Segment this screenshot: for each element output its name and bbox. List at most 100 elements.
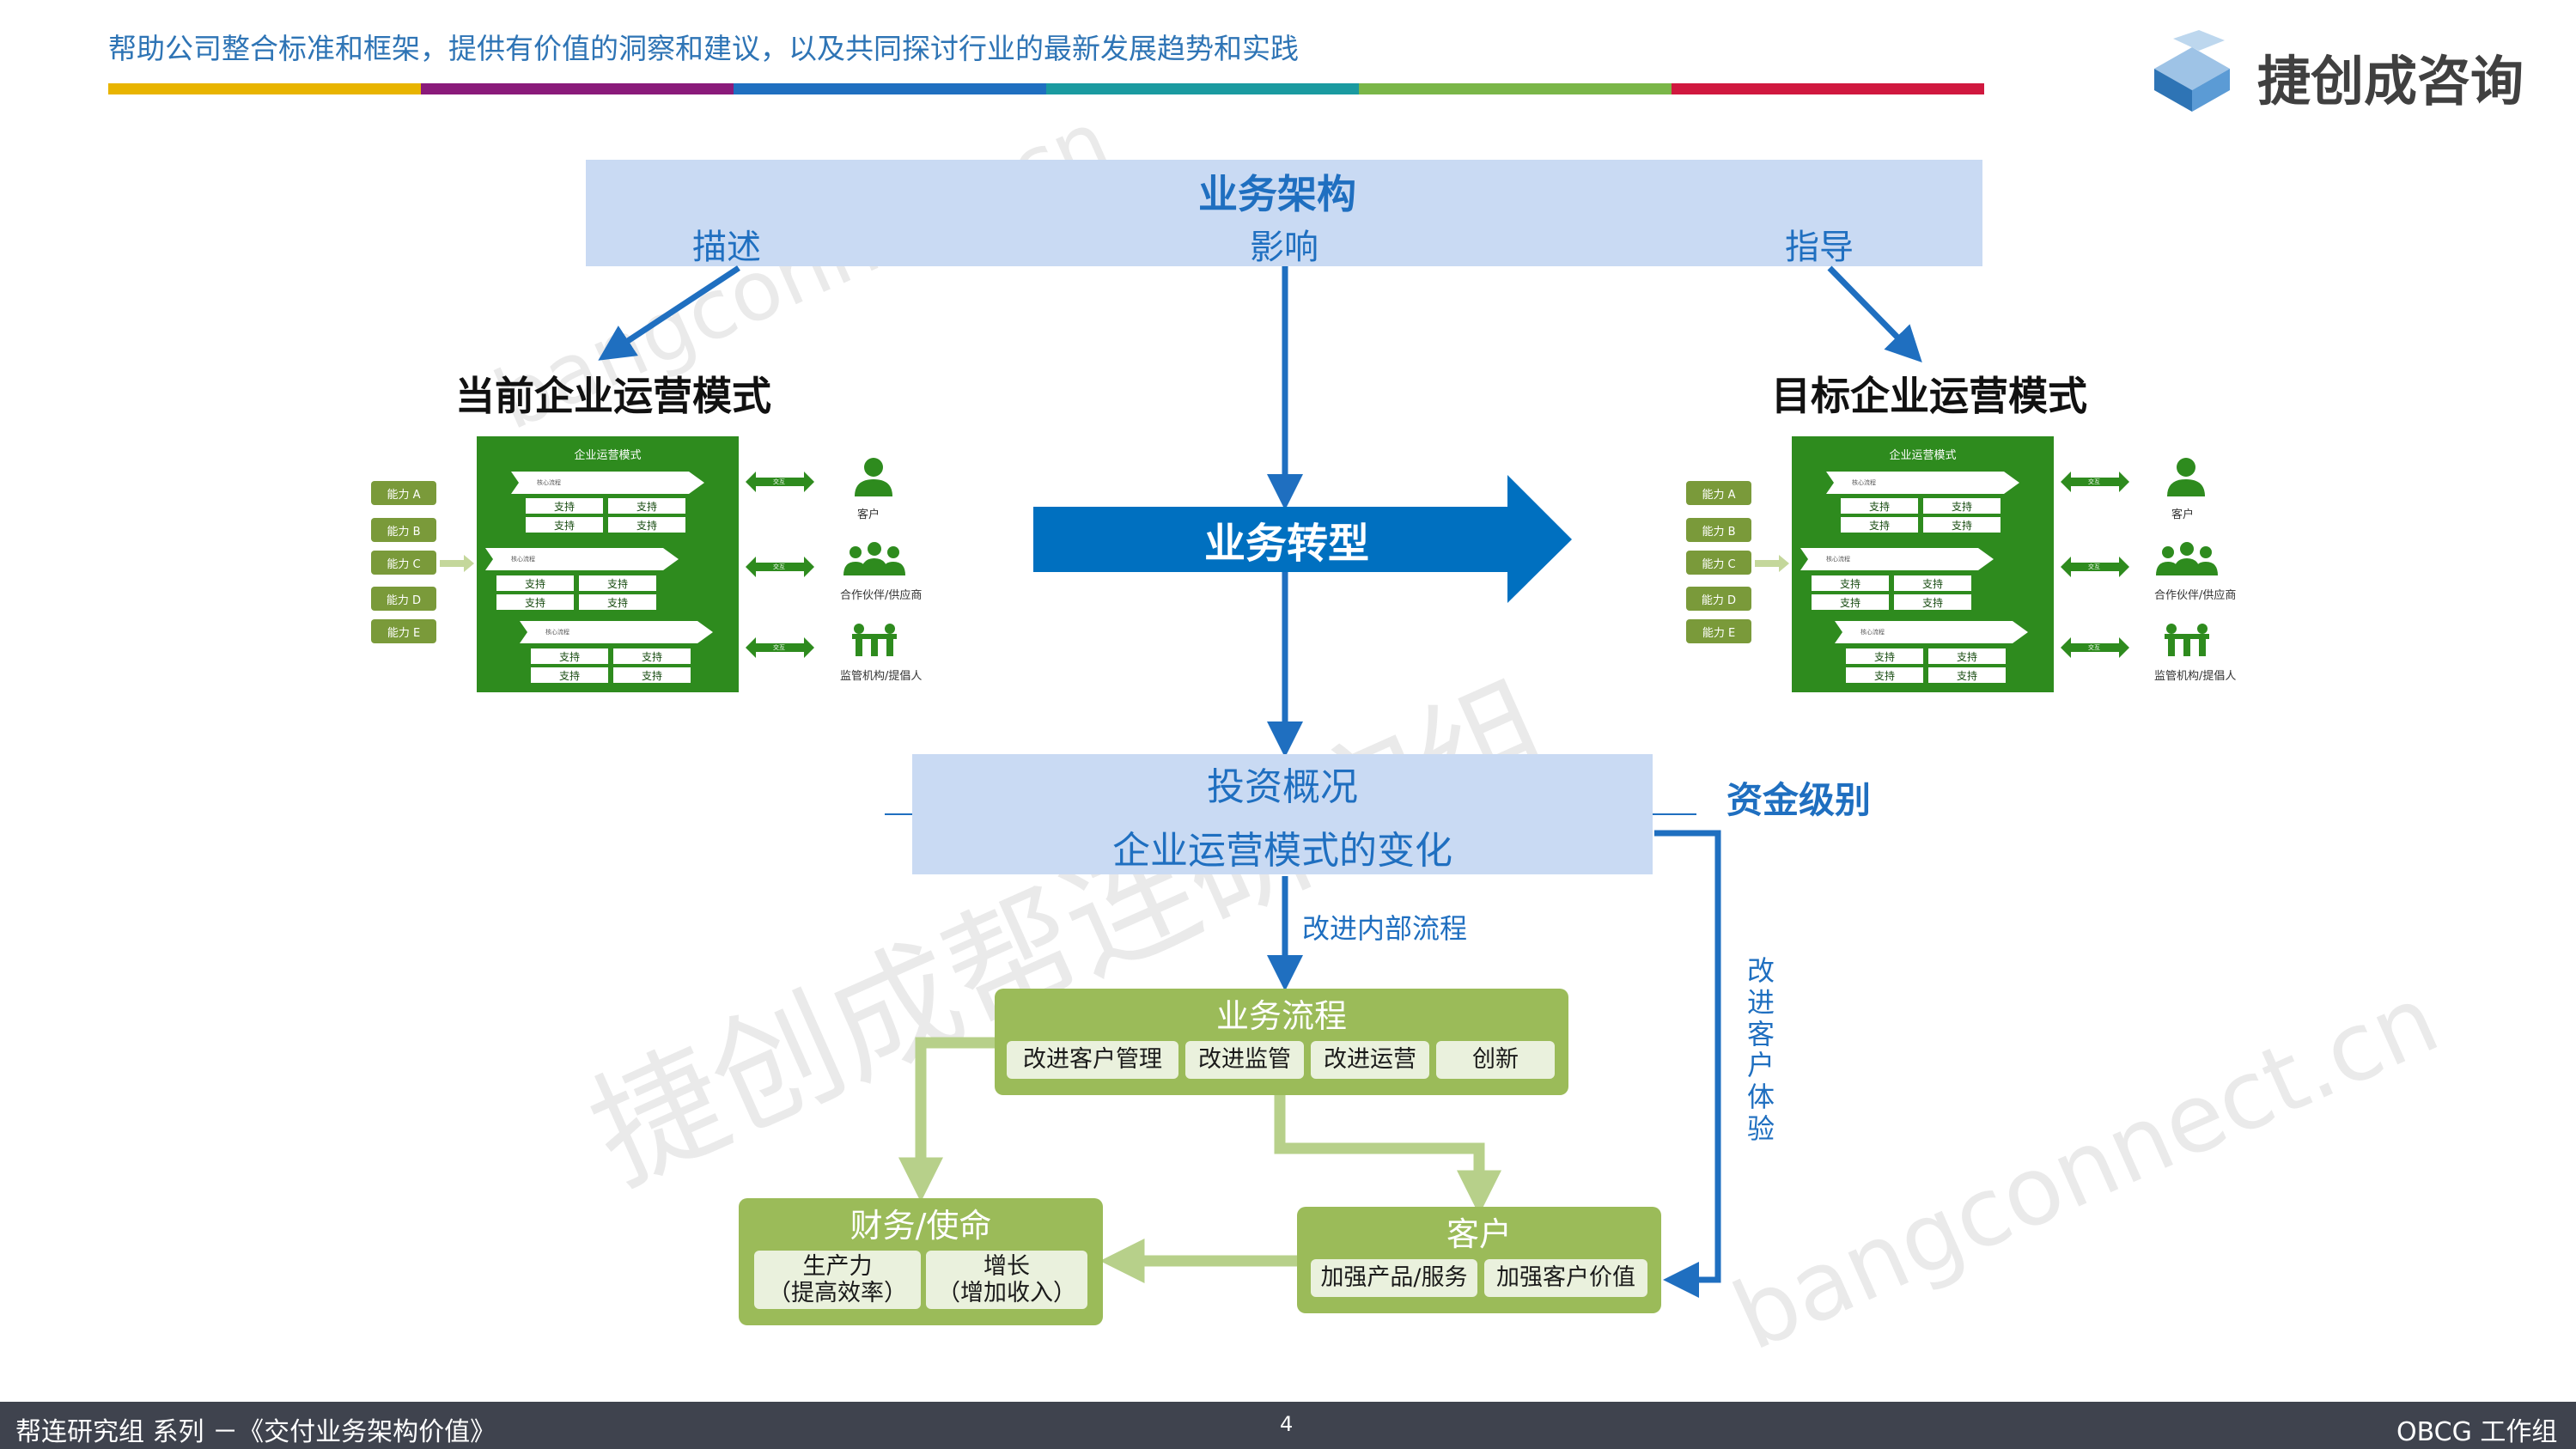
- target-support: 支持: [1812, 594, 1889, 610]
- finance-item-growth: 增长 （增加收入）: [926, 1251, 1087, 1309]
- target-connector-label: 交互: [2088, 644, 2100, 651]
- target-stakeholder-partners: 合作伙伴/供应商: [2154, 589, 2237, 602]
- current-capability-e: 能力 E: [371, 619, 436, 643]
- current-support: 支持: [496, 594, 574, 610]
- target-lane-3: [1835, 621, 2028, 643]
- target-lane-1-label: 核心流程: [1852, 479, 1876, 486]
- target-connector-icon: [2061, 637, 2129, 658]
- stripe-red: [1672, 83, 1984, 94]
- current-connector-icon: [746, 557, 814, 577]
- current-stakeholder-customer: 客户: [857, 508, 880, 521]
- transformation-label: 业务转型: [1203, 520, 1369, 568]
- current-connector-label: 交互: [773, 478, 785, 485]
- investment-profile-label: 投资概况: [1207, 765, 1358, 809]
- target-lane-3-label: 核心流程: [1860, 629, 1885, 636]
- current-lane-3-label: 核心流程: [545, 629, 569, 636]
- investment-profile-box: [912, 754, 1653, 874]
- process-item-innovation: 创新: [1436, 1041, 1555, 1079]
- process-item-customer-mgmt: 改进客户管理: [1007, 1041, 1178, 1079]
- current-support: 支持: [531, 667, 608, 683]
- improve-customer-experience-label: 改进客户体验: [1746, 954, 1775, 1145]
- target-model-panel-title: 企业运营模式: [1889, 448, 1957, 462]
- finance-item-growth-line1: 增长: [984, 1252, 1030, 1280]
- banner-title: 业务架构: [1198, 171, 1356, 217]
- target-model-title: 目标企业运营模式: [1771, 373, 2087, 419]
- finance-item-productivity: 生产力 （提高效率）: [754, 1251, 921, 1309]
- stripe-green: [1359, 83, 1672, 94]
- target-support: 支持: [1923, 498, 2001, 514]
- stripe-yellow: [108, 83, 421, 94]
- brand-name: 捷创成咨询: [2257, 50, 2524, 113]
- target-support: 支持: [1812, 575, 1889, 591]
- partners-icon: [843, 542, 905, 575]
- finance-item-productivity-line1: 生产力: [802, 1252, 873, 1280]
- target-capability-b: 能力 B: [1686, 518, 1751, 542]
- arrow-customer-experience: [1654, 830, 1721, 1298]
- arrow-guide: [1827, 265, 1922, 362]
- current-capability-a: 能力 A: [371, 481, 436, 505]
- target-support: 支持: [1894, 594, 1971, 610]
- target-support: 支持: [1928, 648, 2006, 664]
- target-connector-icon: [2061, 472, 2129, 492]
- transformation-arrow: [1033, 475, 1572, 603]
- current-model-title: 当前企业运营模式: [455, 373, 771, 419]
- partners-icon: [2156, 542, 2218, 575]
- target-lane-1: [1826, 472, 2019, 494]
- current-capability-b: 能力 B: [371, 518, 436, 542]
- finance-item-productivity-line2: （提高效率）: [768, 1280, 907, 1306]
- target-support: 支持: [1846, 648, 1923, 664]
- target-capability-e: 能力 E: [1686, 619, 1751, 643]
- current-support: 支持: [613, 667, 691, 683]
- brand-cube-icon: [2154, 30, 2230, 112]
- arrow-process-to-finance: [898, 1037, 996, 1202]
- target-stakeholder-regulators: 监管机构/提倡人: [2154, 670, 2237, 683]
- current-stakeholder-regulators: 监管机构/提倡人: [840, 670, 923, 683]
- target-stakeholder-customer: 客户: [2171, 508, 2195, 521]
- stripe-blue: [734, 83, 1046, 94]
- footer-page-number: 4: [1280, 1412, 1294, 1436]
- finance-mission-title: 财务/使命: [850, 1206, 992, 1245]
- target-lane-2-label: 核心流程: [1826, 556, 1850, 563]
- current-support: 支持: [579, 594, 656, 610]
- current-capability-arrow-icon: [440, 555, 474, 572]
- target-capability-arrow-icon: [1755, 555, 1789, 572]
- business-architecture-banner: [586, 160, 1982, 266]
- footer-bar: [0, 1402, 2576, 1449]
- target-capability-a: 能力 A: [1686, 481, 1751, 505]
- target-support: 支持: [1841, 517, 1918, 533]
- current-support: 支持: [608, 517, 685, 533]
- current-connector-icon: [746, 472, 814, 492]
- target-support: 支持: [1841, 498, 1918, 514]
- current-model-panel-title: 企业运营模式: [574, 448, 642, 462]
- process-item-regulation: 改进监管: [1185, 1041, 1304, 1079]
- current-connector-icon: [746, 637, 814, 658]
- target-support: 支持: [1923, 517, 2001, 533]
- target-support: 支持: [1846, 667, 1923, 683]
- current-capability-d: 能力 D: [371, 587, 436, 611]
- finance-item-growth-line2: （增加收入）: [937, 1280, 1076, 1306]
- current-lane-1: [511, 472, 704, 494]
- target-capability-d: 能力 D: [1686, 587, 1751, 611]
- current-support: 支持: [526, 498, 603, 514]
- operating-model-change-label: 企业运营模式的变化: [1112, 829, 1452, 873]
- customer-icon: [855, 458, 892, 496]
- current-stakeholder-partners: 合作伙伴/供应商: [840, 589, 923, 602]
- regulators-icon: [2165, 624, 2209, 656]
- target-support: 支持: [1928, 667, 2006, 683]
- business-process-title: 业务流程: [1215, 996, 1347, 1035]
- target-lane-2: [1800, 548, 1994, 570]
- current-connector-label: 交互: [773, 563, 785, 570]
- process-item-operations: 改进运营: [1311, 1041, 1429, 1079]
- target-support: 支持: [1894, 575, 1971, 591]
- improve-internal-process-label: 改进内部流程: [1302, 912, 1468, 945]
- funding-level-label: 资金级别: [1726, 779, 1872, 821]
- footer-series: 帮连研究组 系列 －《交付业务架构价值》: [15, 1417, 496, 1447]
- footer-group: OBCG 工作组: [2396, 1417, 2558, 1447]
- customer-title: 客户: [1446, 1215, 1512, 1253]
- arrow-process-to-customer: [1274, 1095, 1501, 1215]
- stripe-teal: [1046, 83, 1359, 94]
- regulators-icon: [852, 624, 897, 656]
- target-capability-c: 能力 C: [1686, 551, 1751, 575]
- banner-guide: 指导: [1785, 228, 1854, 267]
- customer-item-value: 加强客户价值: [1484, 1259, 1647, 1297]
